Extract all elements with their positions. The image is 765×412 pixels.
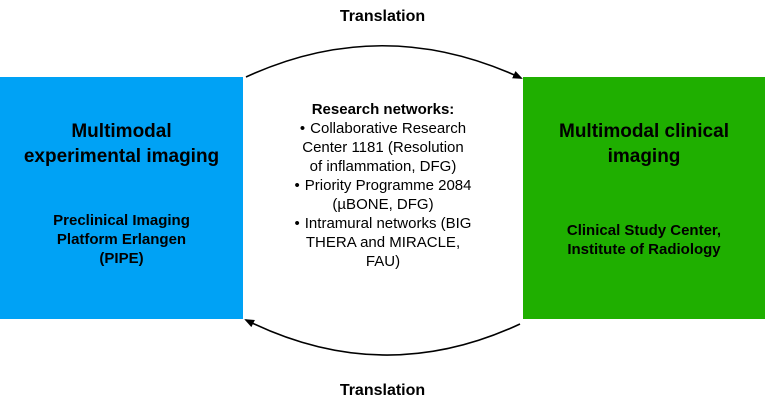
translation-label-bottom: Translation: [339, 382, 426, 399]
experimental-imaging-title-line: Multimodal: [71, 121, 172, 142]
list-item-line: Collaborative Research: [310, 120, 467, 137]
arrow-top-left-to-right: [245, 44, 523, 79]
list-item-line: Center 1181 (Resolution: [302, 139, 464, 156]
list-item-line: THERA and MIRACLE,: [305, 234, 461, 251]
list-item-line: FAU): [365, 253, 401, 270]
bullet-icon: •: [294, 177, 300, 194]
clinical-imaging-title-line: Multimodal clinical: [559, 121, 729, 142]
arrow-bottom-right-to-left: [244, 319, 521, 356]
list-item-line: (µBONE, DFG): [332, 196, 434, 213]
experimental-imaging-title: Multimodal experimental imaging: [0, 119, 243, 169]
experimental-imaging-box: Multimodal experimental imaging Preclini…: [0, 77, 243, 319]
bullet-icon: •: [294, 215, 300, 232]
clinical-imaging-title-line: imaging: [607, 146, 681, 167]
list-item: •Collaborative Research Center 1181 (Res…: [270, 119, 496, 176]
list-item-line: of inflammation, DFG): [309, 158, 457, 175]
clinical-imaging-title: Multimodal clinical imaging: [523, 119, 765, 169]
list-item: •Intramural networks (BIG THERA and MIRA…: [270, 214, 496, 271]
list-item: •Priority Programme 2084 (µBONE, DFG): [270, 176, 496, 214]
clinical-study-center-line: Clinical Study Center,: [566, 222, 722, 239]
research-networks-heading: Research networks:: [311, 101, 455, 118]
clinical-study-center-label: Clinical Study Center, Institute of Radi…: [523, 221, 765, 259]
clinical-imaging-box: Multimodal clinical imaging Clinical Stu…: [523, 77, 765, 319]
pipe-platform-line: (PIPE): [99, 250, 144, 267]
pipe-platform-label: Preclinical Imaging Platform Erlangen (P…: [0, 211, 243, 268]
translation-label-top: Translation: [339, 8, 426, 25]
experimental-imaging-title-line: experimental imaging: [23, 146, 220, 167]
clinical-study-center-line: Institute of Radiology: [567, 241, 721, 258]
list-item-line: Intramural networks (BIG: [304, 215, 472, 232]
list-item-line: Priority Programme 2084: [304, 177, 472, 194]
bullet-icon: •: [299, 120, 306, 137]
research-networks-panel: Research networks: •Collaborative Resear…: [270, 100, 496, 271]
research-networks-list: •Collaborative Research Center 1181 (Res…: [270, 119, 496, 271]
pipe-platform-line: Platform Erlangen: [56, 231, 187, 248]
pipe-platform-line: Preclinical Imaging: [53, 212, 190, 229]
